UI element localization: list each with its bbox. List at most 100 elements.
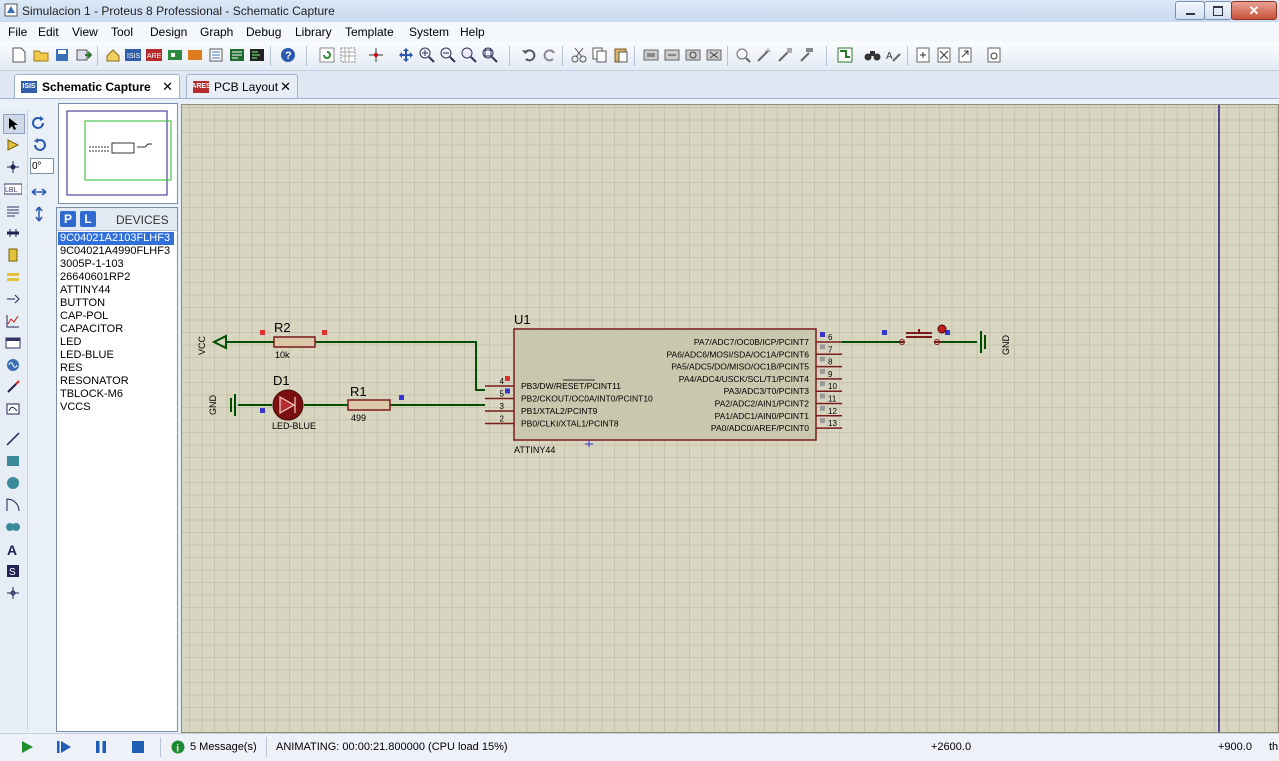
device-list-item[interactable]: TBLOCK-M6 [60, 388, 123, 400]
pause-button[interactable] [94, 740, 108, 757]
menu-help[interactable]: Help [460, 25, 485, 39]
paste-button[interactable] [612, 46, 630, 64]
make-device-button[interactable] [755, 46, 773, 64]
push-button[interactable] [882, 324, 950, 345]
circle-tool-button[interactable] [3, 474, 23, 492]
device-list-item[interactable]: 9C04021A2103FLHF3 [58, 232, 174, 245]
tape-recorder-button[interactable] [3, 334, 23, 352]
buses-button[interactable] [3, 224, 23, 242]
close-window-button[interactable]: ✕ [1231, 1, 1277, 20]
mirror-horizontal-button[interactable] [31, 184, 49, 200]
schematic-button[interactable]: ISIS [124, 46, 142, 64]
import-button[interactable] [75, 46, 93, 64]
maximize-button[interactable] [1204, 1, 1232, 20]
zoom-all-button[interactable] [460, 46, 478, 64]
text-tool-button[interactable]: A [3, 540, 23, 558]
device-list-item[interactable]: RESONATOR [60, 375, 129, 387]
zoom-out-button[interactable] [439, 46, 457, 64]
device-list-item[interactable]: 3005P-1-103 [60, 258, 124, 270]
new-file-button[interactable] [10, 46, 28, 64]
tab-pcb-layout[interactable]: ARES PCB Layout ✕ [186, 74, 298, 98]
box-tool-button[interactable] [3, 452, 23, 470]
rotate-anticlockwise-button[interactable] [31, 137, 49, 153]
gnd-left-terminal[interactable]: GND [208, 394, 265, 416]
component-mode-button[interactable] [3, 136, 23, 154]
3d-view-button[interactable] [166, 46, 184, 64]
device-list-item[interactable]: LED [60, 336, 82, 348]
new-sheet-button[interactable] [914, 46, 932, 64]
device-list-item[interactable]: LED-BLUE [60, 349, 114, 361]
toggle-grid-button[interactable] [339, 46, 357, 64]
device-list-item[interactable]: 9C04021A4990FLHF3 [60, 245, 171, 257]
remove-sheet-button[interactable] [935, 46, 953, 64]
menu-system[interactable]: System [409, 25, 450, 39]
device-pins-button[interactable] [3, 290, 23, 308]
rotation-angle-input[interactable] [30, 158, 54, 174]
close-tab-icon[interactable]: ✕ [280, 78, 291, 94]
mirror-vertical-button[interactable] [31, 206, 49, 222]
device-list-item[interactable]: 26640601RP2 [60, 271, 131, 283]
marker-tool-button[interactable] [3, 584, 23, 602]
property-assignment-button[interactable]: A [885, 46, 903, 64]
pick-device-button[interactable] [734, 46, 752, 64]
search-tag-button[interactable] [864, 46, 882, 64]
menu-view[interactable]: View [72, 25, 98, 39]
origin-button[interactable] [367, 46, 385, 64]
menu-template[interactable]: Template [345, 25, 394, 39]
source-code-button[interactable] [248, 46, 266, 64]
decompose-button[interactable] [797, 46, 815, 64]
graph-mode-button[interactable] [3, 312, 23, 330]
device-list-item[interactable]: RES [60, 362, 83, 374]
text-script-button[interactable] [3, 202, 23, 220]
gerber-button[interactable] [186, 46, 204, 64]
zoom-in-button[interactable] [418, 46, 436, 64]
subcircuit-button[interactable] [3, 246, 23, 264]
save-button[interactable] [53, 46, 71, 64]
device-list-item[interactable]: ATTINY44 [60, 284, 111, 296]
voltage-probe-button[interactable] [3, 378, 23, 396]
block-copy-button[interactable] [642, 46, 660, 64]
cut-button[interactable] [570, 46, 588, 64]
pan-button[interactable] [397, 46, 415, 64]
messages-count[interactable]: 5 Message(s) [190, 741, 257, 753]
wire-label-button[interactable]: LBL [3, 180, 23, 198]
step-button[interactable] [56, 740, 72, 757]
resistor-r1[interactable]: R1 499 [347, 384, 404, 423]
menu-design[interactable]: Design [150, 25, 188, 39]
button-actuator-icon[interactable] [937, 324, 947, 334]
rotate-clockwise-button[interactable] [31, 115, 49, 131]
terminals-button[interactable] [3, 268, 23, 286]
refresh-button[interactable] [318, 46, 336, 64]
led-d1[interactable]: D1 LED-BLUE [272, 373, 316, 431]
path-tool-button[interactable] [3, 518, 23, 536]
minimize-button[interactable] [1175, 1, 1205, 20]
design-explorer-button[interactable] [228, 46, 246, 64]
line-tool-button[interactable] [3, 430, 23, 448]
schematic-canvas[interactable]: VCC R2 10k GND D1 LED-BLUE R1 4 [181, 104, 1279, 733]
open-file-button[interactable] [32, 46, 50, 64]
menu-edit[interactable]: Edit [38, 25, 59, 39]
pcb-button[interactable]: ARES [145, 46, 163, 64]
block-delete-button[interactable] [705, 46, 723, 64]
menu-graph[interactable]: Graph [200, 25, 234, 39]
play-button[interactable] [20, 740, 34, 757]
stop-button[interactable] [131, 740, 145, 757]
resistor-r2[interactable]: R2 10k [260, 320, 327, 360]
menu-file[interactable]: File [8, 25, 28, 39]
bom-button[interactable] [207, 46, 225, 64]
symbol-tool-button[interactable]: S [3, 562, 23, 580]
device-list-item[interactable]: CAP-POL [60, 310, 109, 322]
tab-schematic-capture[interactable]: ISIS Schematic Capture ✕ [14, 74, 180, 98]
pick-devices-button[interactable]: P [60, 211, 76, 227]
device-list-item[interactable]: VCCS [60, 401, 91, 413]
menu-tool[interactable]: Tool [111, 25, 134, 39]
close-tab-icon[interactable]: ✕ [162, 78, 173, 94]
menu-debug[interactable]: Debug [246, 25, 282, 39]
library-manager-button[interactable]: L [80, 211, 96, 227]
zoom-area-button[interactable] [481, 46, 499, 64]
device-list-item[interactable]: CAPACITOR [60, 323, 124, 335]
junction-dot-button[interactable] [3, 158, 23, 176]
arc-tool-button[interactable] [3, 496, 23, 514]
overview-window[interactable] [58, 103, 178, 204]
